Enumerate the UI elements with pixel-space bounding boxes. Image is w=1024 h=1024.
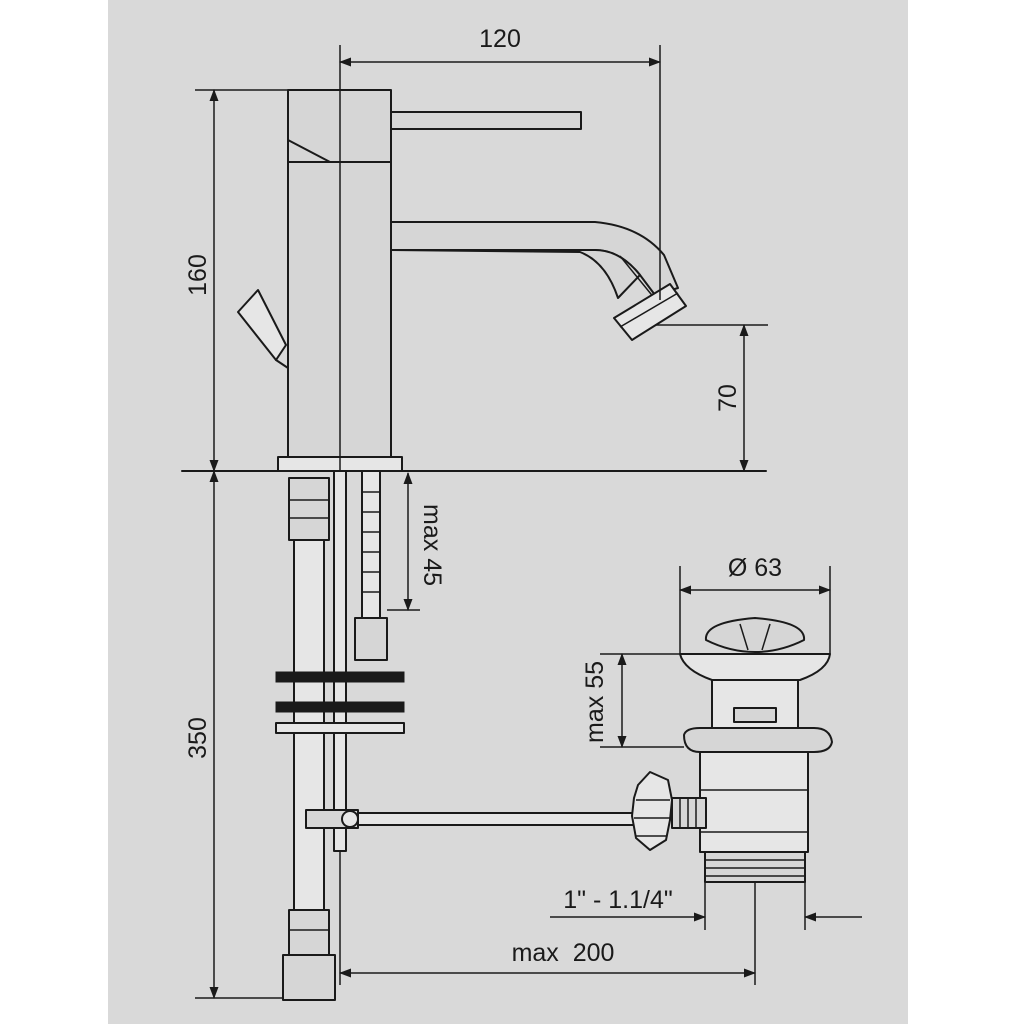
plug-rib [739, 623, 749, 651]
waste-body [699, 751, 809, 853]
linkage-rod [357, 812, 637, 826]
dim-63-label: Ø 63 [728, 554, 782, 582]
waste-slot [733, 707, 777, 723]
head-chamfer [287, 109, 331, 163]
dim-45-label: max 45 [418, 504, 446, 586]
dimensions: 120 160 70 350 max 45 Ø 63 max 55 1" - 1 [184, 25, 862, 999]
waste-flange [679, 653, 831, 681]
plug-rib [761, 623, 771, 651]
clamp-screw [341, 810, 359, 828]
under-basin-parts [275, 470, 637, 1001]
dim-350-label: 350 [184, 717, 212, 759]
waste-thread [704, 851, 806, 883]
waste-collar [683, 727, 833, 753]
washer-1 [275, 671, 405, 683]
waste-fitting [631, 617, 833, 883]
hose-end-fitting [282, 954, 336, 1001]
lever-handle [390, 111, 582, 130]
washer-2 [275, 701, 405, 713]
dim-thread-label: 1" - 1.1/4" [563, 886, 672, 914]
waste-plug-cap [704, 617, 806, 653]
waste-actuator-knob [631, 771, 673, 851]
popup-rod [333, 470, 347, 852]
aerator-line [619, 292, 679, 328]
waste-connector [671, 797, 707, 829]
spout-lower [390, 249, 641, 299]
fixing-nut [354, 617, 388, 661]
hose-nut-bottom [288, 909, 330, 956]
dim-55-label: max 55 [581, 661, 609, 743]
hose-nut-top [288, 477, 330, 541]
dim-160-label: 160 [184, 254, 212, 296]
fixing-plate [275, 722, 405, 734]
mixer-tap [181, 45, 767, 472]
popup-knob [237, 289, 287, 361]
dim-70-label: 70 [714, 384, 742, 412]
popup-rod-top [275, 359, 289, 369]
dim-200-label: max 200 [512, 939, 615, 967]
dim-120-label: 120 [479, 25, 521, 53]
threaded-stud [361, 470, 381, 620]
